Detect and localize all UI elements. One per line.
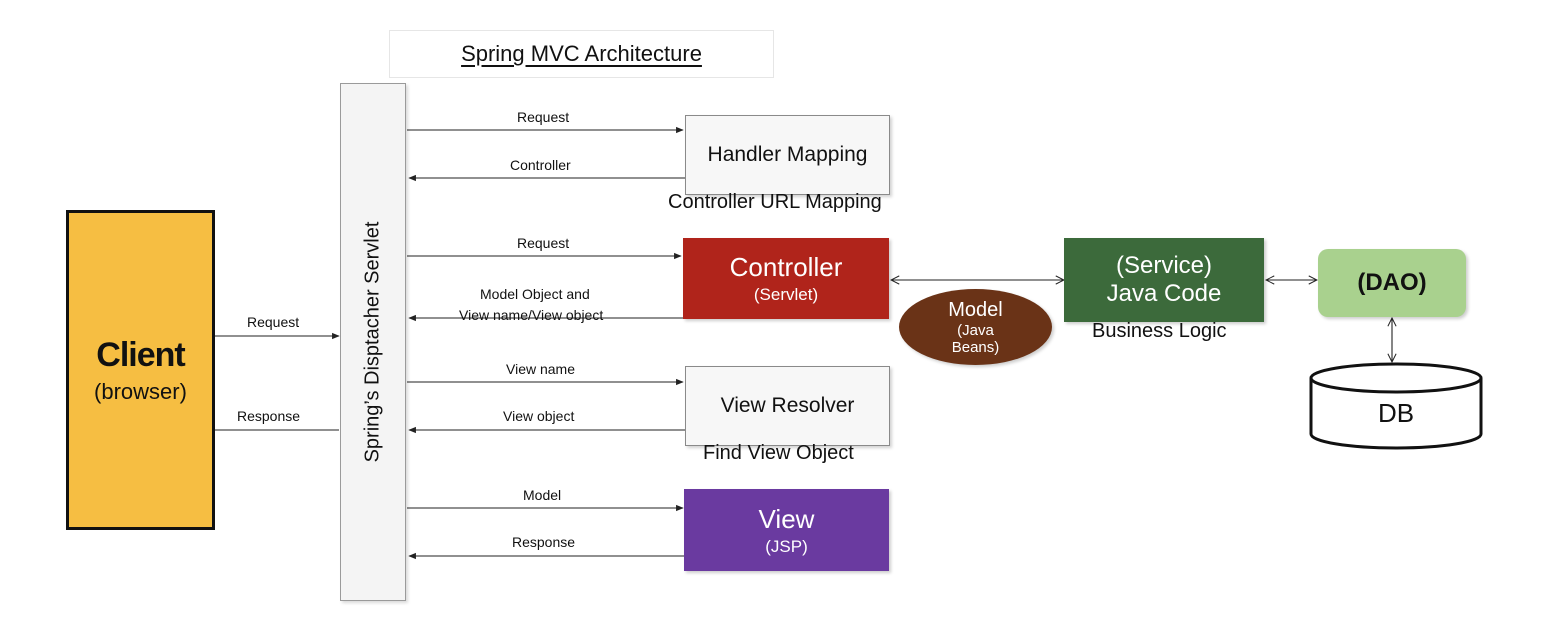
- model-ellipse: Model (Java Beans): [899, 289, 1052, 365]
- view-request-label: Model: [523, 487, 562, 503]
- ctrl-response-label-2: View name/View object: [459, 307, 604, 323]
- view-resolver-note: Find View Object: [703, 442, 854, 464]
- view-box: View (JSP): [684, 489, 889, 571]
- handler-mapping-note: Controller URL Mapping: [668, 191, 882, 213]
- dispatcher-servlet-label: Spring’s Disptacher Servlet: [361, 221, 384, 463]
- service-box: (Service) Java Code: [1064, 238, 1264, 322]
- client-label: Client: [96, 335, 185, 374]
- db-cylinder: [1309, 362, 1483, 450]
- client-response-label: Response: [237, 408, 301, 424]
- client-box: Client (browser): [66, 210, 215, 530]
- hm-response-label: Controller: [510, 157, 571, 173]
- dao-label: (DAO): [1357, 269, 1427, 296]
- model-sublabel-1: (Java: [957, 321, 994, 339]
- service-label: (Service): [1115, 252, 1212, 279]
- view-resolver-box: View Resolver: [685, 366, 890, 446]
- view-response-label: Response: [512, 534, 576, 550]
- dao-box: (DAO): [1318, 249, 1466, 317]
- ctrl-request-label: Request: [517, 235, 570, 251]
- db-label: DB: [1377, 398, 1415, 428]
- diagram-title-text: Spring MVC Architecture: [461, 41, 702, 66]
- handler-mapping-box: Handler Mapping: [685, 115, 890, 195]
- view-label: View: [758, 503, 815, 534]
- ctrl-response-label-1: Model Object and: [480, 286, 590, 302]
- model-sublabel-2: Beans): [951, 338, 1000, 356]
- hm-request-label: Request: [517, 109, 570, 125]
- vr-request-label: View name: [506, 361, 576, 377]
- controller-sublabel: (Servlet): [753, 285, 819, 304]
- view-sublabel: (JSP): [765, 536, 808, 556]
- view-resolver-label: View Resolver: [720, 394, 855, 417]
- client-request-label: Request: [247, 314, 300, 330]
- client-sublabel: (browser): [94, 378, 187, 404]
- diagram-title: Spring MVC Architecture: [389, 30, 774, 78]
- service-note: Business Logic: [1092, 320, 1227, 342]
- vr-response-label: View object: [503, 408, 575, 424]
- handler-mapping-label: Handler Mapping: [707, 143, 868, 166]
- service-java-code: Java Code: [1106, 280, 1222, 307]
- model-label: Model: [948, 298, 1003, 321]
- controller-label: Controller: [729, 252, 843, 282]
- controller-box: Controller (Servlet): [683, 238, 889, 319]
- dispatcher-servlet-box: Spring’s Disptacher Servlet: [340, 83, 406, 601]
